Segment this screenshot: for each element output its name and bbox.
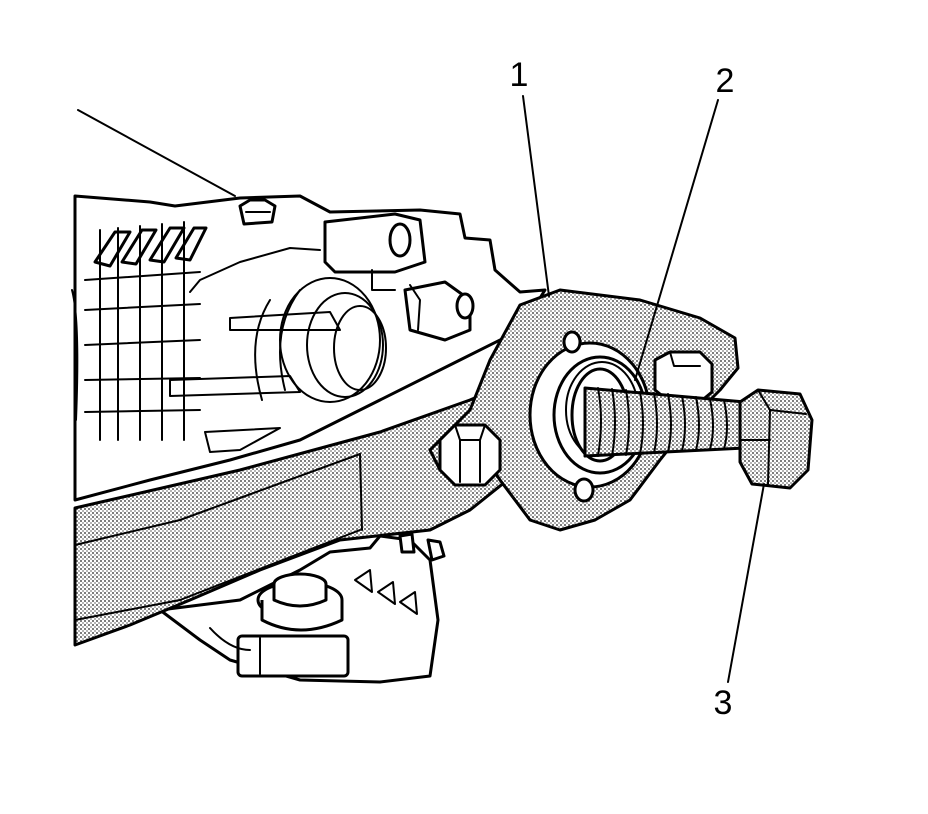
callout-label-3: 3: [714, 684, 733, 722]
leader-line-1: [522, 95, 550, 297]
thread-lines: [597, 387, 728, 457]
leader-line-2: [634, 99, 719, 381]
callout-label-2: 2: [716, 62, 735, 100]
forcing-bolt-head: [738, 388, 814, 490]
callout-label-1: 1: [510, 56, 529, 94]
callout-leaders: [522, 95, 765, 683]
lower-mount: [158, 532, 446, 684]
differential-housing: [71, 109, 547, 502]
leader-line-3: [727, 483, 765, 683]
housing-fins: [84, 221, 208, 441]
